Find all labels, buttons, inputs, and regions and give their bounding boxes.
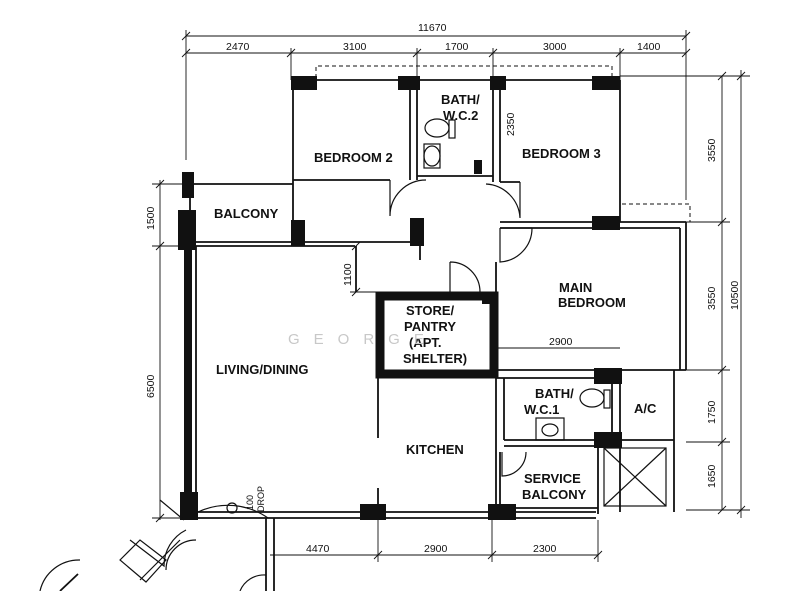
dim-bottom-1: 4470: [306, 543, 330, 555]
doors: [39, 179, 533, 591]
label-shelter: SHELTER): [403, 351, 467, 366]
dim-top-5: 1400: [637, 41, 661, 53]
dim-main-bedroom-width: 2900: [549, 336, 573, 348]
label-drop-100: 100: [245, 495, 255, 510]
label-bedroom: BEDROOM: [558, 295, 626, 310]
label-pantry: PANTRY: [404, 319, 456, 334]
label-balcony: BALCONY: [214, 206, 279, 221]
watermark: GEORGE: [288, 331, 438, 348]
label-wc-2: W.C.2: [443, 108, 478, 123]
dim-bath2-depth: 2350: [505, 112, 517, 136]
dim-right-3: 1750: [706, 400, 718, 424]
floor-drop-icon: [226, 502, 238, 514]
toilet-icon: [579, 388, 605, 408]
label-apt: (APT.: [409, 335, 442, 350]
label-bath-1: BATH/: [535, 386, 574, 401]
label-kitchen: KITCHEN: [406, 442, 464, 457]
label-store: STORE/: [406, 303, 455, 318]
label-drop: DROP: [256, 486, 266, 512]
basin-icon: [423, 145, 441, 167]
label-service: SERVICE: [524, 471, 581, 486]
right-dimensions: [620, 70, 750, 518]
dim-overall-width: 11670: [418, 22, 447, 34]
dim-top-4: 3000: [543, 41, 567, 53]
apt-shelter-walls: [375, 291, 499, 379]
label-bedroom-2: BEDROOM 2: [314, 150, 393, 165]
label-bath-2: BATH/: [441, 92, 480, 107]
dim-overall-depth: 10500: [729, 281, 741, 310]
label-service-balcony: BALCONY: [522, 487, 587, 502]
dim-top-2: 3100: [343, 41, 367, 53]
label-bedroom-3: BEDROOM 3: [522, 146, 601, 161]
label-living-dining: LIVING/DINING: [216, 362, 308, 377]
bottom-dimensions: [270, 347, 620, 562]
dim-top-3: 1700: [445, 41, 469, 53]
dim-bottom-2: 2900: [424, 543, 448, 555]
dim-left-3: 6500: [145, 374, 157, 398]
dim-top-1: 2470: [226, 41, 250, 53]
dim-left-2: 1100: [342, 263, 354, 286]
basin-icon: [541, 423, 559, 437]
dim-right-4: 1650: [706, 464, 718, 488]
dim-bottom-3: 2300: [533, 543, 557, 555]
label-main: MAIN: [559, 280, 592, 295]
label-ac: A/C: [634, 401, 657, 416]
top-dimensions: [181, 30, 691, 200]
dim-right-2: 3550: [706, 286, 718, 310]
dim-left-1: 1500: [145, 206, 157, 230]
fixtures: [226, 118, 611, 514]
label-wc-1: W.C.1: [524, 402, 559, 417]
dim-right-1: 3550: [706, 138, 718, 162]
